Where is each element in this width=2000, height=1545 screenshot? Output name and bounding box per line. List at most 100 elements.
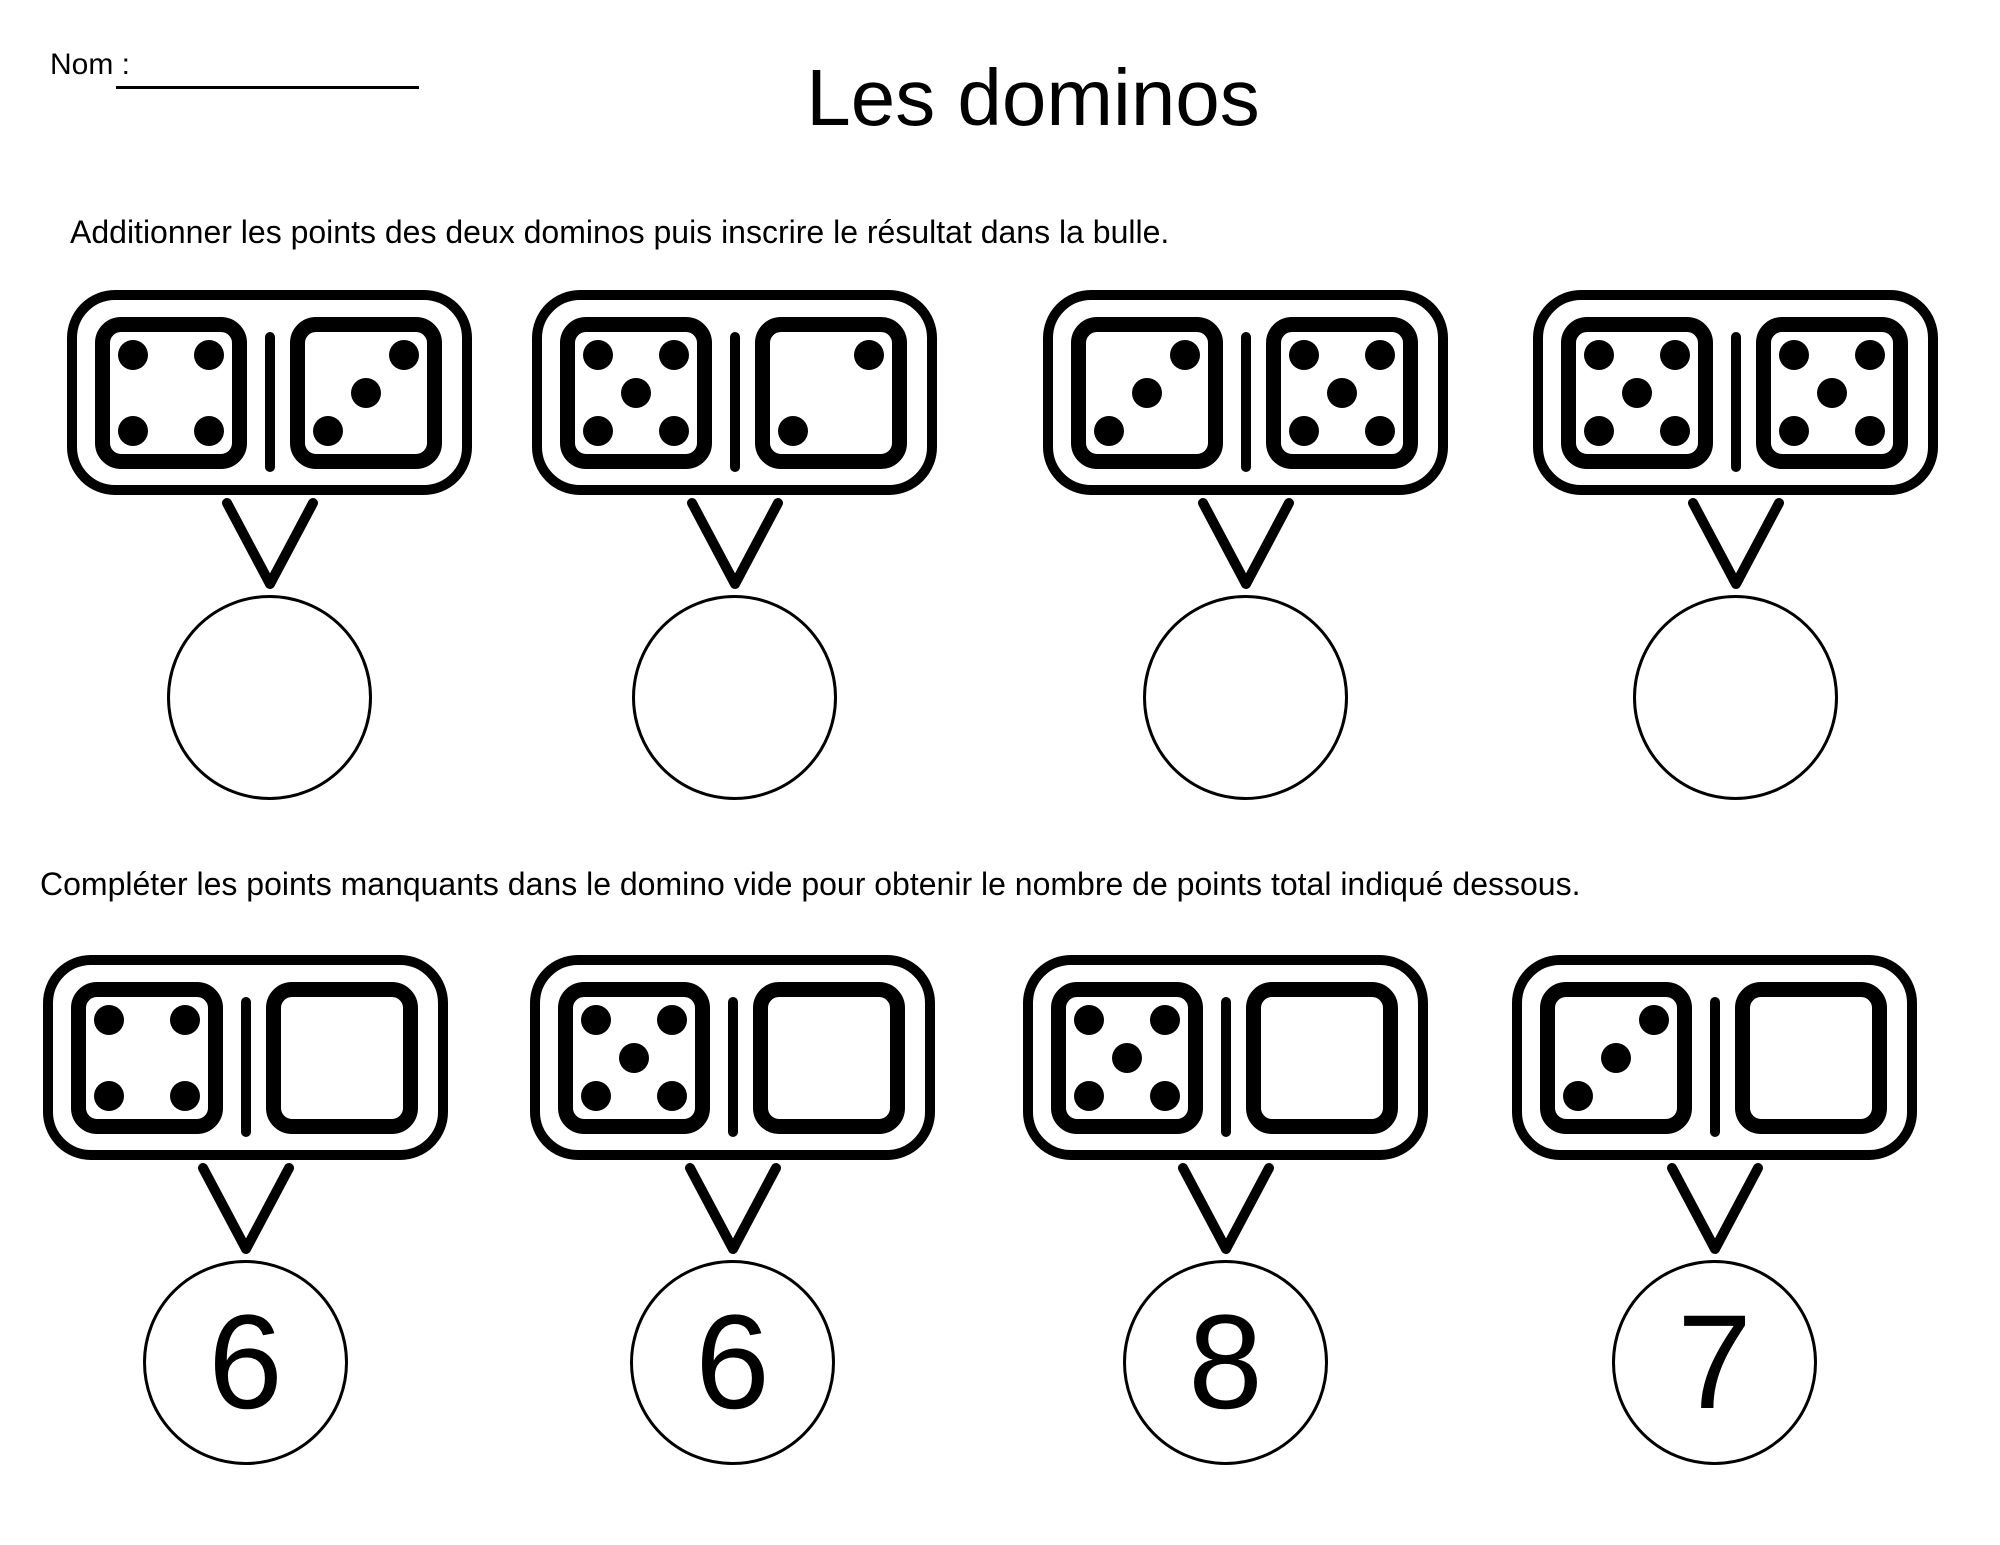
pip [118,339,148,370]
total-bubble: 6 [630,1260,835,1465]
domino-card [1533,290,1938,495]
pip [1660,415,1690,446]
die-right [1266,316,1418,469]
die-left [560,316,712,469]
domino-divider [729,332,740,472]
v-arrow-icon [1687,498,1784,589]
v-arrow-icon [221,498,318,589]
die-right[interactable] [1735,981,1887,1134]
pip [351,377,381,408]
bubble-number: 8 [1188,1287,1263,1437]
pip [657,1004,687,1035]
pip [1563,1080,1593,1111]
pip [1601,1042,1631,1073]
answer-bubble[interactable] [1633,595,1838,800]
pip [94,1080,124,1111]
pip [583,415,613,446]
domino-divider [1709,997,1720,1137]
completion-domino-row: 6 6 8 7 [0,955,2000,1465]
pip [170,1080,200,1111]
answer-bubble[interactable] [1143,595,1348,800]
pip [1150,1080,1180,1111]
pip [1779,415,1809,446]
pip [1170,339,1200,370]
die-left [558,981,710,1134]
pip [1112,1042,1142,1073]
die-right[interactable] [753,981,905,1134]
domino-unit [67,290,472,800]
domino-unit: 7 [1512,955,1917,1465]
answer-bubble[interactable] [632,595,837,800]
bubble-number: 6 [208,1287,283,1437]
pip [389,339,419,370]
instruction-addition: Additionner les points des deux dominos … [70,214,1170,250]
bubble-number: 7 [1677,1287,1752,1437]
die-left [1071,316,1223,469]
page-title: Les dominos [806,53,1260,142]
total-bubble: 7 [1612,1260,1817,1465]
pip [1327,377,1357,408]
die-left [1051,981,1203,1134]
die-left [1540,981,1692,1134]
pip [659,339,689,370]
pip [118,415,148,446]
total-bubble: 8 [1123,1260,1328,1465]
pip [1622,377,1652,408]
pip [581,1080,611,1111]
name-label: Nom : [50,48,131,81]
pip [1855,415,1885,446]
pip [1365,415,1395,446]
pip [1639,1004,1669,1035]
pip [1817,377,1847,408]
pip [581,1004,611,1035]
pip [194,339,224,370]
domino-card [1512,955,1917,1160]
domino-divider [1730,332,1741,472]
domino-unit [1043,290,1448,800]
pip [170,1004,200,1035]
v-arrow-icon [686,498,783,589]
pip [778,415,808,446]
pip [1779,339,1809,370]
v-arrow-icon [1197,498,1294,589]
pip [1660,339,1690,370]
pip [1074,1080,1104,1111]
pip [313,415,343,446]
pip [1074,1004,1104,1035]
name-blank-line[interactable] [116,86,419,89]
domino-unit [532,290,937,800]
domino-card [532,290,937,495]
pip [1150,1004,1180,1035]
v-arrow-icon [197,1163,294,1254]
pip [583,339,613,370]
die-left [71,981,223,1134]
domino-unit: 6 [530,955,935,1465]
domino-divider [1240,332,1251,472]
die-right[interactable] [266,981,418,1134]
pip [1855,339,1885,370]
pip [194,415,224,446]
domino-divider [727,997,738,1137]
die-right[interactable] [1246,981,1398,1134]
die-right [1756,316,1908,469]
answer-bubble[interactable] [167,595,372,800]
domino-card [67,290,472,495]
pip [619,1042,649,1073]
domino-card [530,955,935,1160]
pip [1584,415,1614,446]
pip [1365,339,1395,370]
bubble-number: 6 [695,1287,770,1437]
v-arrow-icon [684,1163,781,1254]
total-bubble: 6 [143,1260,348,1465]
domino-divider [1220,997,1231,1137]
pip [1094,415,1124,446]
addition-domino-row [0,290,2000,800]
domino-unit: 6 [43,955,448,1465]
die-right [290,316,442,469]
die-left [95,316,247,469]
domino-unit [1533,290,1938,800]
pip [1289,415,1319,446]
pip [1132,377,1162,408]
die-left [1561,316,1713,469]
